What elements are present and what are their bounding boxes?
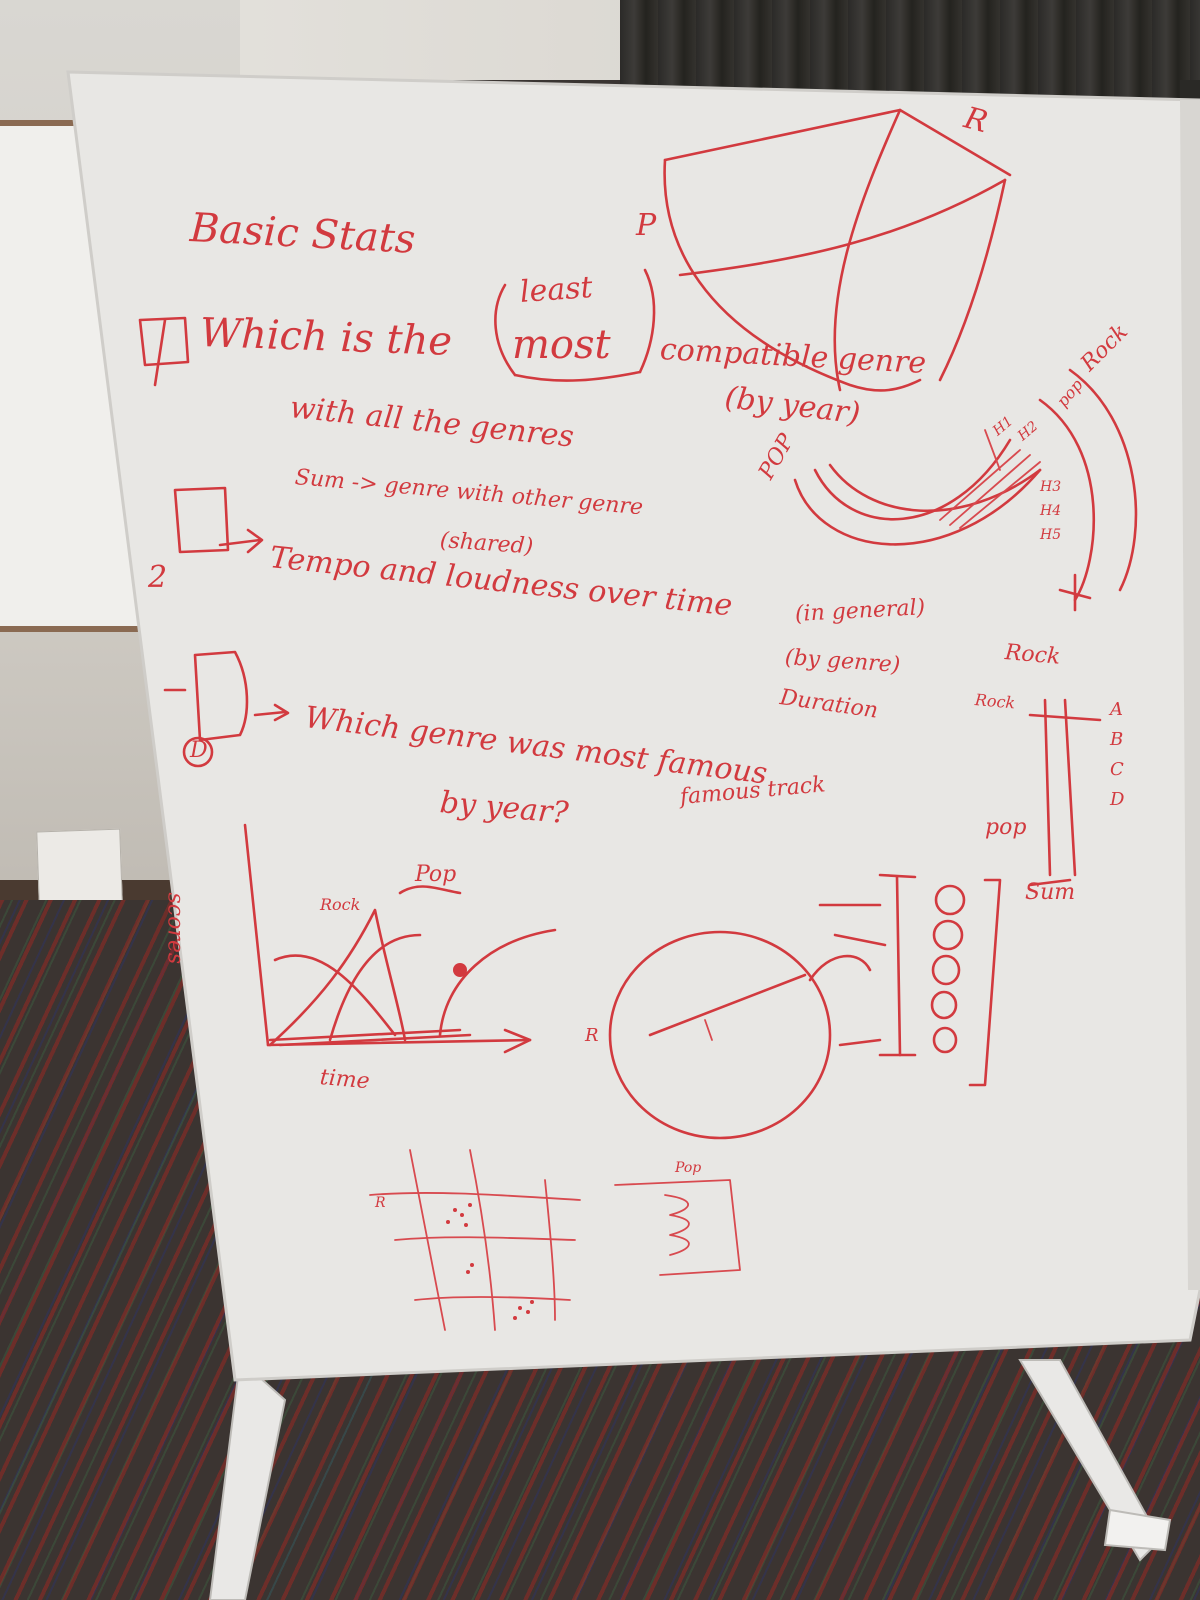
q1-prefix: Which is the <box>199 310 453 365</box>
letter-d: D <box>190 738 208 763</box>
checkbox-1 <box>138 316 190 387</box>
label-sum-right: Sum <box>1025 880 1076 905</box>
label-scores-axis: scores <box>162 892 188 965</box>
checkbox-3 <box>163 650 290 742</box>
label-rock-right-top: Rock <box>1003 640 1062 670</box>
d-circle-mark <box>182 736 214 768</box>
label-rock-right: Rock <box>974 690 1017 713</box>
track-list-sketch <box>818 873 1002 1087</box>
polar-sketch <box>663 108 1012 392</box>
line-graph-sketch <box>243 823 557 1054</box>
label-pop-small: Pop <box>675 1160 702 1176</box>
label-abcd: A B C D <box>1110 699 1125 810</box>
label-h-list: H3 H4 H5 <box>1040 479 1062 543</box>
label-time-axis: time <box>318 1065 371 1095</box>
label-pop-right: pop <box>985 815 1027 840</box>
scatter-grid-sketch <box>369 1149 581 1331</box>
label-r-scatter: R <box>375 1195 386 1211</box>
right-timeline-sketch <box>1028 698 1102 887</box>
squiggle-box-sketch <box>614 1179 741 1276</box>
chord-sketch <box>793 368 1138 612</box>
label-p-top: P <box>636 208 657 243</box>
number-two: 2 <box>148 560 168 595</box>
word-most: most <box>512 322 611 368</box>
label-rock-graph: Rock <box>320 895 361 914</box>
checkbox-2 <box>173 486 264 554</box>
pie-circle-sketch <box>608 930 872 1140</box>
word-least: least <box>518 269 594 310</box>
label-pop-graph: Pop <box>415 862 457 887</box>
label-r-circle: R <box>585 1025 599 1046</box>
